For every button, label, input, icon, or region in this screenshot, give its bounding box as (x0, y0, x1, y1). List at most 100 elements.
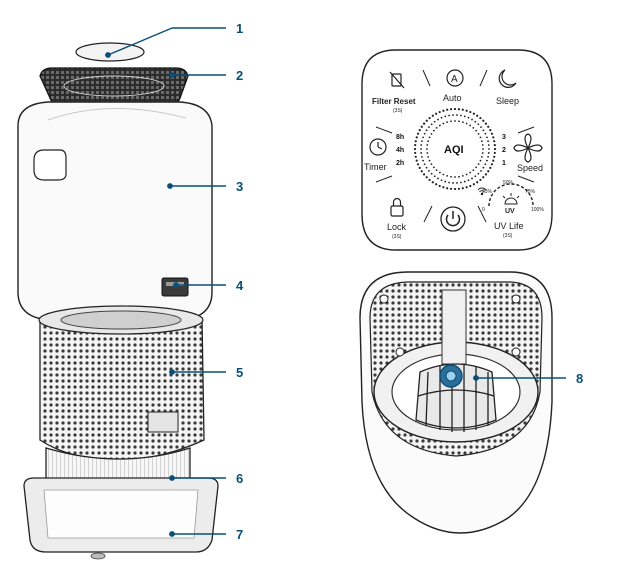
uv-life-button[interactable]: UV 0 25% 50% 75% 100% UV Life (3S) (477, 180, 544, 239)
aqi-dot (460, 181, 462, 184)
mesh-prefilter (38, 305, 205, 461)
aqi-dot (490, 163, 494, 166)
aqi-dot (433, 120, 436, 123)
auto-icon (446, 69, 464, 87)
callout-8: 8 (576, 371, 583, 386)
callout-5: 5 (236, 365, 243, 380)
filter-reset-button[interactable]: Filter Reset (3S) (372, 71, 416, 114)
uv-lamp-socket (439, 364, 463, 388)
aqi-dot (420, 125, 423, 128)
aqi-dot (479, 159, 482, 162)
main-housing (17, 101, 213, 321)
speed-button[interactable]: Speed 3 2 1 (502, 133, 543, 173)
auto-button[interactable]: A Auto (443, 69, 464, 103)
sleep-button[interactable]: Sleep (496, 69, 519, 106)
aqi-dot (484, 163, 487, 166)
aqi-dot (428, 178, 431, 182)
callout-4: 4 (236, 278, 244, 293)
aqi-dot (442, 173, 445, 176)
power-icon (445, 211, 461, 227)
aqi-dot (422, 122, 426, 125)
uv-life-hold-label: (3S) (503, 233, 513, 239)
aqi-dot (493, 143, 496, 147)
aqi-dot (487, 152, 490, 154)
aqi-dot (453, 107, 457, 111)
timer-8h: 8h (396, 134, 404, 141)
aqi-dot (471, 177, 473, 180)
power-button[interactable] (440, 206, 466, 232)
exploded-purifier (17, 42, 219, 560)
aqi-dot (493, 155, 496, 158)
aqi-dot (414, 140, 417, 143)
aqi-dot (488, 148, 490, 150)
aqi-dot (482, 148, 484, 150)
control-panel: AQI Filter Reset (3S) A Auto Sleep Tim (361, 49, 553, 251)
filter-reset-hold-label: (3S) (393, 108, 403, 114)
aqi-dot (461, 187, 464, 190)
aqi-dot (423, 132, 426, 135)
aqi-dot (465, 173, 468, 176)
callout-3: 3 (236, 179, 243, 194)
aqi-dot (442, 122, 445, 125)
auto-icon-letter: A (451, 74, 458, 85)
aqi-dot (421, 155, 423, 158)
aqi-dot (452, 182, 454, 184)
aqi-dot (420, 144, 423, 146)
aqi-dot (422, 136, 424, 139)
aqi-dot (422, 173, 426, 176)
aqi-dot (493, 151, 496, 155)
callout-2: 2 (236, 68, 243, 83)
aqi-dot (474, 175, 477, 178)
aqi-dot (467, 116, 470, 119)
aqi-dot (444, 115, 447, 118)
aqi-dot (474, 120, 477, 123)
callout-lines-left (105, 27, 226, 537)
aqi-dot (431, 114, 434, 117)
timer-button[interactable]: Timer 8h 4h 2h (364, 134, 404, 172)
aqi-dot (446, 187, 449, 190)
aqi-dot (450, 175, 452, 178)
aqi-dot (454, 120, 456, 122)
aqi-dot (431, 181, 434, 184)
aqi-dot (484, 122, 488, 125)
aqi-label: AQI (444, 144, 464, 156)
aqi-dot (418, 166, 421, 169)
aqi-dot (440, 179, 443, 182)
callout-6: 6 (236, 471, 243, 486)
aqi-dot (435, 169, 438, 172)
aqi-dot (486, 136, 488, 139)
aqi-dot (482, 176, 485, 179)
aqi-dot (477, 163, 480, 166)
aqi-dot (472, 169, 475, 172)
aqi-dot (428, 136, 431, 139)
aqi-dot (465, 109, 468, 112)
aqi-dot (457, 108, 461, 111)
aqi-dot (479, 136, 482, 139)
aqi-dot (414, 151, 417, 155)
aqi-dot (435, 183, 438, 186)
lock-label: Lock (387, 222, 407, 232)
aqi-dot (476, 114, 479, 117)
timer-4h: 4h (396, 147, 404, 154)
aqi-dot (492, 136, 495, 139)
timer-2h: 2h (396, 160, 404, 167)
aqi-dot (458, 175, 460, 178)
aqi-dot (463, 180, 466, 183)
timer-icon (369, 138, 387, 156)
aqi-dot (430, 123, 433, 126)
top-grill-lid (39, 67, 189, 105)
aqi-dot (446, 108, 449, 111)
aqi-dot (475, 166, 478, 169)
aqi-dot (450, 120, 452, 123)
aqi-dot (465, 122, 468, 125)
aqi-dot (452, 114, 454, 116)
wifi-icon (477, 187, 487, 196)
aqi-dot (425, 166, 428, 169)
aqi-dot (425, 176, 428, 179)
aqi-dot (430, 163, 433, 166)
aqi-dot (438, 110, 441, 114)
lock-button[interactable]: Lock (3S) (387, 197, 407, 241)
aqi-dot (416, 132, 420, 135)
uv-badge: UV (505, 208, 515, 215)
aqi-dot (482, 119, 485, 122)
